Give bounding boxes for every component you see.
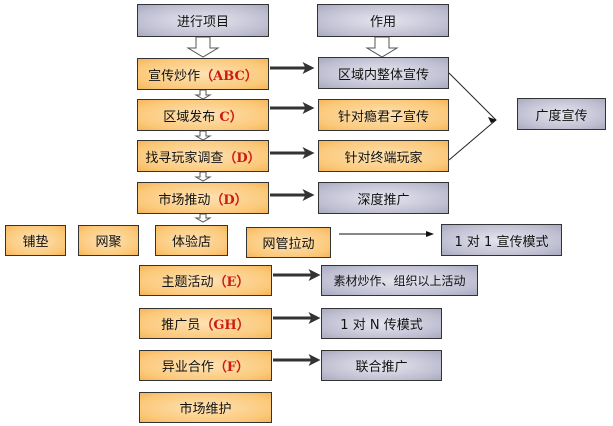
project-label: 主题活动 (161, 275, 214, 290)
project-label: 市场推动 (158, 192, 211, 208)
project-box: 区域发布 C） (137, 99, 269, 131)
hollow-down-arrow (186, 36, 220, 58)
project-box: 市场维护 (139, 392, 272, 423)
project-code: （ABC） (200, 68, 258, 84)
project-code: C） (219, 109, 243, 125)
project-code: （D） (223, 150, 261, 166)
effect-label: 联合推广 (355, 360, 408, 375)
small-down-arrow (194, 89, 212, 100)
summary-box: 广度宣传 (517, 98, 606, 130)
sub-item-box: 网聚 (78, 225, 139, 256)
effect-box: 1 对 1 宣传模式 (441, 224, 562, 256)
effect-label: 针对终端玩家 (344, 150, 423, 166)
project-box: 推广员（GH） (139, 308, 272, 339)
effect-label: 素材炒作、组织以上活动 (333, 274, 466, 288)
project-code: （F） (213, 360, 250, 375)
project-box: 异业合作（F） (139, 350, 272, 381)
project-label: 市场维护 (179, 402, 232, 417)
project-code: （GH） (200, 318, 250, 333)
project-box: 宣传炒作（ABC） (137, 58, 269, 90)
sub-item-label: 网聚 (95, 235, 122, 250)
effect-label: 针对瘾君子宣传 (337, 109, 429, 125)
line-to-summary-2 (448, 119, 497, 161)
small-down-arrow (194, 130, 212, 141)
effect-box: 针对瘾君子宣传 (318, 99, 449, 131)
effect-box: 1 对 N 传模式 (321, 308, 442, 339)
project-label: 异业合作 (161, 360, 214, 375)
effect-label: 区域内整体宣传 (337, 67, 429, 83)
effect-box: 联合推广 (321, 350, 442, 381)
sub-item-box: 铺垫 (5, 225, 66, 256)
effect-label: 深度推广 (357, 192, 410, 208)
effect-box: 区域内整体宣传 (318, 57, 449, 89)
project-label: 推广员 (161, 318, 201, 333)
project-code: （E） (213, 275, 250, 290)
project-label: 区域发布 (163, 109, 216, 125)
project-label: 宣传炒作 (148, 68, 201, 84)
header-effects: 作用 (317, 4, 449, 37)
effect-label: 1 对 1 宣传模式 (454, 234, 549, 250)
sub-item-label: 网管拉动 (262, 237, 315, 252)
effect-box: 素材炒作、组织以上活动 (321, 265, 478, 296)
effect-label: 1 对 N 传模式 (340, 318, 423, 333)
effect-box: 深度推广 (318, 182, 449, 214)
project-code: （D） (210, 192, 248, 208)
header-projects: 进行项目 (137, 4, 269, 37)
effect-box: 针对终端玩家 (318, 140, 449, 172)
sub-item-label: 体验店 (171, 235, 211, 250)
header-label: 作用 (369, 15, 396, 30)
sub-item-label: 铺垫 (22, 235, 49, 250)
line-to-summary-1 (448, 72, 497, 121)
project-box: 市场推动（D） (137, 182, 269, 214)
summary-label: 广度宣传 (535, 108, 588, 124)
sub-item-box: 体验店 (155, 225, 228, 256)
header-label: 进行项目 (176, 15, 229, 30)
sub-item-box: 网管拉动 (246, 227, 331, 258)
hollow-down-arrow (365, 36, 399, 58)
small-down-arrow (194, 213, 212, 223)
small-down-arrow (194, 171, 212, 182)
summary-arrowhead (488, 117, 497, 123)
project-label: 找寻玩家调查 (145, 150, 224, 166)
project-box: 主题活动（E） (139, 265, 272, 296)
project-box: 找寻玩家调查（D） (137, 140, 269, 172)
